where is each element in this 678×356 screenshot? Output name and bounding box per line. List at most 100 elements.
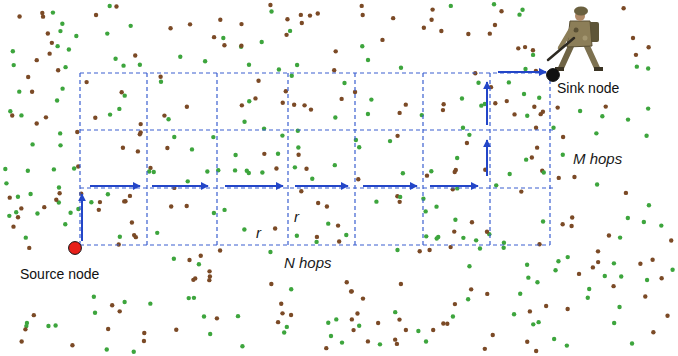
sensor-dot: [536, 320, 540, 324]
sensor-dot: [279, 302, 283, 306]
sensor-dot: [159, 80, 163, 84]
node-label: Sink node: [557, 80, 619, 97]
sensor-dot: [178, 55, 182, 59]
node-label: Source node: [20, 266, 99, 283]
sensor-dot: [512, 112, 516, 116]
sensor-dot: [74, 34, 78, 38]
sensor-dot: [374, 199, 378, 203]
sensor-dot: [119, 90, 123, 94]
sensor-dot: [147, 169, 151, 173]
sensor-dot: [172, 135, 176, 139]
sensor-dot: [333, 163, 337, 167]
sensor-dot: [185, 204, 189, 208]
grid-line: [489, 73, 490, 245]
sensor-dot: [247, 63, 251, 67]
sensor-dot: [670, 268, 674, 272]
sensor-dot: [535, 145, 539, 149]
sensor-dot: [634, 53, 638, 57]
sensor-dot: [522, 92, 526, 96]
hop-arrow: [498, 71, 546, 73]
sensor-dot: [233, 168, 237, 172]
sensor-dot: [190, 147, 194, 151]
sensor-dot: [24, 235, 28, 239]
range-label: r: [256, 224, 261, 242]
grid-line: [80, 244, 550, 245]
hop-route: [82, 72, 546, 241]
sensor-dot: [466, 297, 470, 301]
sensor-dot: [106, 192, 110, 196]
sensor-dot: [425, 173, 429, 177]
sensor-dot: [451, 314, 455, 318]
sensor-dot: [485, 230, 489, 234]
sensor-dot: [174, 328, 178, 332]
sensor-dot: [117, 107, 121, 111]
sensor-dot: [356, 177, 360, 181]
sensor-dot: [11, 49, 15, 53]
sensor-dot: [360, 4, 364, 8]
sensor-dot: [57, 191, 61, 195]
sensor-dot: [218, 248, 222, 252]
sensor-dot: [239, 45, 243, 49]
sensor-dot: [595, 182, 599, 186]
sensor-dot: [342, 81, 346, 85]
sensor-dot: [537, 242, 541, 246]
sensor-dot: [429, 169, 433, 173]
sensor-dot: [106, 327, 110, 331]
sensor-dot: [569, 224, 573, 228]
sensor-dot: [325, 204, 329, 208]
sensor-dot: [561, 153, 565, 157]
sensor-dot: [285, 325, 289, 329]
sensor-dot: [60, 22, 64, 26]
sensor-dot: [268, 250, 272, 254]
sensor-dot: [315, 235, 319, 239]
sensor-dot: [669, 238, 673, 242]
sensor-dot: [242, 120, 246, 124]
sensor-dot: [10, 113, 14, 117]
sensor-dot: [133, 53, 137, 57]
sensor-dot: [118, 234, 122, 238]
sensor-dot: [12, 63, 16, 67]
sensor-dot: [51, 10, 55, 14]
sensor-dot: [128, 24, 132, 28]
sensor-dot: [516, 46, 520, 50]
sensor-dot: [269, 282, 273, 286]
sensor-dot: [187, 258, 191, 262]
grid: [80, 73, 556, 245]
sensor-dot: [357, 324, 361, 328]
sensor-dot: [455, 156, 459, 160]
sensor-dot: [324, 346, 328, 350]
sensor-dot: [349, 289, 353, 293]
sensor-dot: [207, 269, 211, 273]
sensor-dot: [479, 103, 483, 107]
sensor-dot: [63, 222, 67, 226]
sensor-dot: [8, 109, 12, 113]
grid-line: [80, 129, 556, 130]
sensor-dot: [212, 211, 216, 215]
sensor-dot: [351, 328, 355, 332]
sensor-dot: [152, 170, 156, 174]
sensor-dot: [630, 341, 634, 345]
sensor-dot: [339, 97, 343, 101]
sensor-dot: [493, 101, 497, 105]
sensor-dot: [26, 75, 30, 79]
sensor-dot: [93, 311, 97, 315]
sensor-dot: [199, 253, 203, 257]
sensor-dot: [67, 47, 71, 51]
hop-arrow: [486, 82, 488, 125]
soldier-helmet: [574, 7, 588, 16]
source-node: Source node: [68, 241, 82, 255]
sensor-dot: [560, 222, 564, 226]
sensor-dot: [132, 350, 136, 354]
sensor-dot: [645, 278, 649, 282]
sensor-dot: [23, 327, 27, 331]
sensor-dot: [397, 111, 401, 115]
sensor-dot: [326, 221, 330, 225]
sensor-dot: [268, 3, 272, 7]
sensor-dot: [166, 117, 170, 121]
sensor-dot: [431, 328, 435, 332]
sensor-dot: [97, 208, 101, 212]
node-dot: [547, 69, 560, 82]
sensor-dot: [467, 264, 471, 268]
sensor-dot: [566, 255, 570, 259]
